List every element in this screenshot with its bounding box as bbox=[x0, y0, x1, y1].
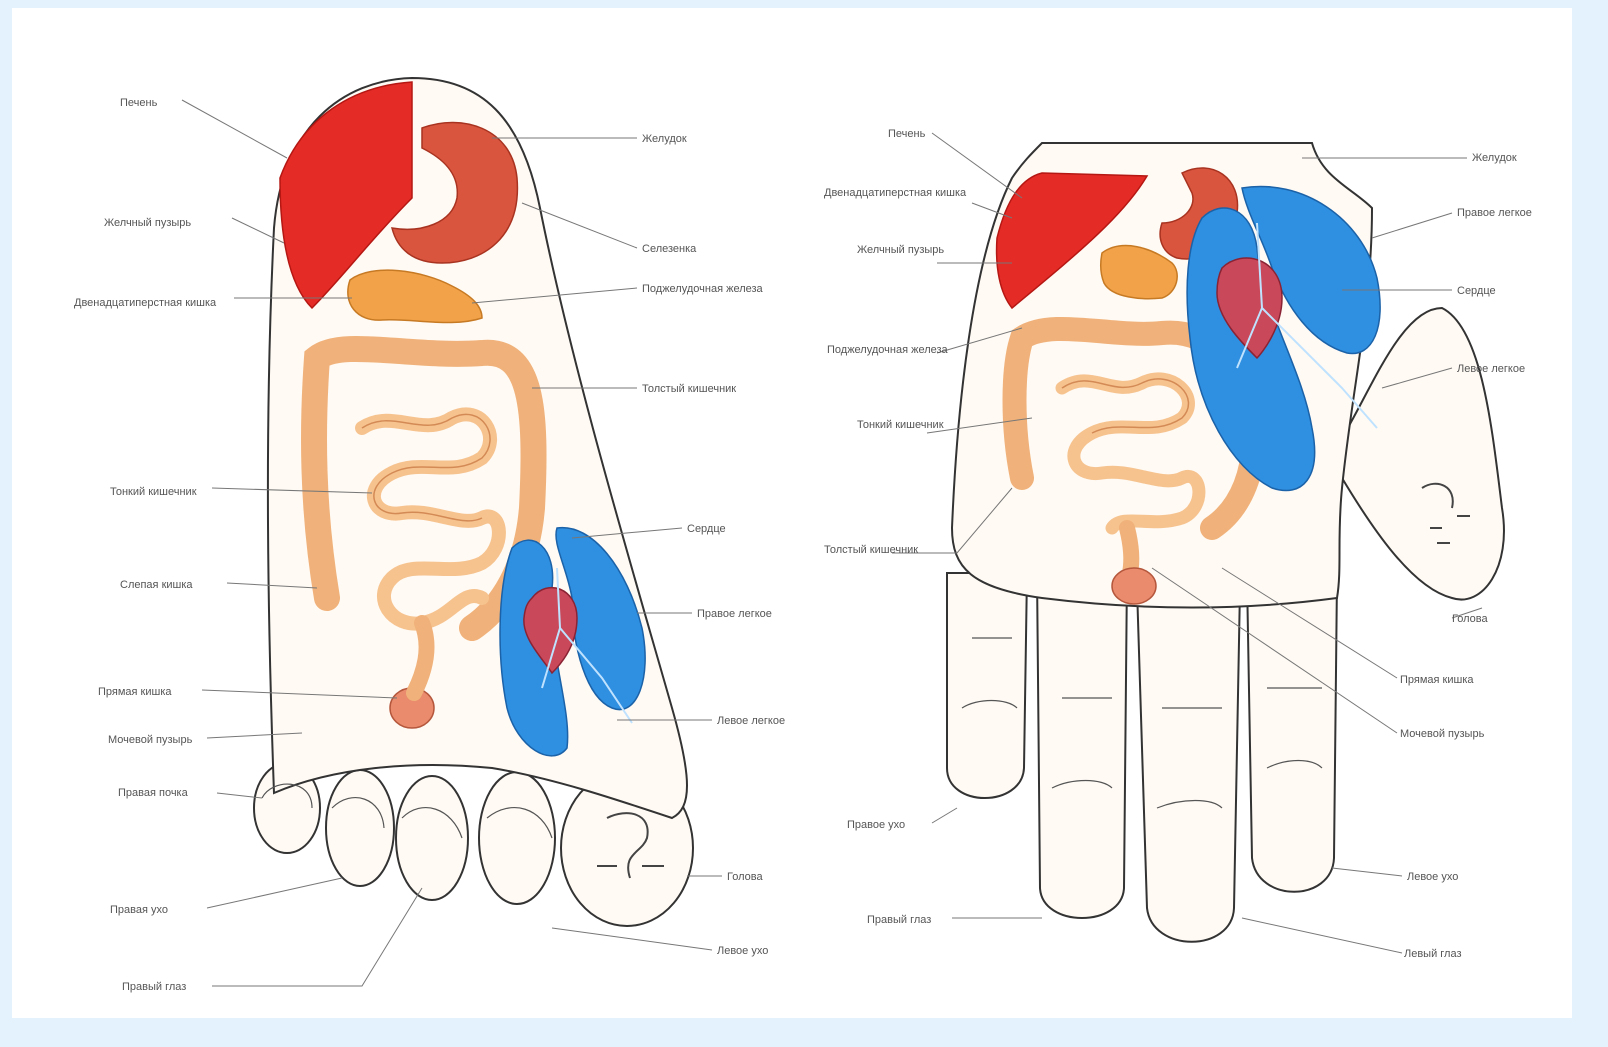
hand-label-right-lung: Правое легкое bbox=[1457, 207, 1532, 219]
hand-finger-ring bbox=[1037, 573, 1127, 918]
foot-label-left-ear: Левое ухо bbox=[717, 945, 768, 957]
foot-label-spleen: Селезенка bbox=[642, 243, 697, 255]
hand-label-rectum: Прямая кишка bbox=[1400, 674, 1474, 686]
foot-label-cecum: Слепая кишка bbox=[120, 579, 193, 591]
hand-label-left-lung: Левое легкое bbox=[1457, 363, 1525, 375]
foot-label-large-intestine: Толстый кишечник bbox=[642, 383, 736, 395]
hand-finger-middle bbox=[1137, 588, 1240, 942]
foot-label-right-ear: Правая ухо bbox=[110, 904, 168, 916]
foot-label-right-kidney: Правая почка bbox=[118, 787, 189, 799]
hand-bladder bbox=[1112, 568, 1156, 604]
diagram-sheet: Печень Желчный пузырь Двенадцатиперстная… bbox=[12, 8, 1572, 1018]
foot-label-gallbladder: Желчный пузырь bbox=[104, 217, 191, 229]
hand-thumb bbox=[1342, 308, 1504, 600]
foot-label-rectum: Прямая кишка bbox=[98, 686, 172, 698]
hand-label-pancreas: Поджелудочная железа bbox=[827, 344, 949, 356]
hand-label-duodenum: Двенадцатиперстная кишка bbox=[824, 187, 967, 199]
hand-label-small-intestine: Тонкий кишечник bbox=[857, 419, 944, 431]
hand-labels-left: Печень Двенадцатиперстная кишка Желчный … bbox=[824, 128, 967, 926]
hand-finger-little bbox=[947, 573, 1027, 798]
foot-label-stomach: Желудок bbox=[642, 133, 687, 145]
hand-label-stomach: Желудок bbox=[1472, 152, 1517, 164]
foot-label-heart: Сердце bbox=[687, 523, 726, 535]
reflexology-diagram: Печень Желчный пузырь Двенадцатиперстная… bbox=[12, 8, 1572, 1018]
foot-label-small-intestine: Тонкий кишечник bbox=[110, 486, 197, 498]
hand-label-gallbladder: Желчный пузырь bbox=[857, 244, 944, 256]
hand-label-bladder: Мочевой пузырь bbox=[1400, 728, 1485, 740]
foot-labels-left: Печень Желчный пузырь Двенадцатиперстная… bbox=[74, 97, 217, 993]
foot-label-right-lung: Правое легкое bbox=[697, 608, 772, 620]
foot-label-pancreas: Поджелудочная железа bbox=[642, 283, 764, 295]
hand-label-large-intestine: Толстый кишечник bbox=[824, 544, 918, 556]
foot-label-duodenum: Двенадцатиперстная кишка bbox=[74, 297, 217, 309]
hand-label-left-eye: Левый глаз bbox=[1404, 948, 1462, 960]
hand-finger-index bbox=[1247, 578, 1337, 892]
foot-toe-3 bbox=[396, 776, 468, 900]
foot-label-liver: Печень bbox=[120, 97, 158, 109]
foot-label-right-eye: Правый глаз bbox=[122, 981, 186, 993]
foot-label-head: Голова bbox=[727, 871, 763, 883]
hand-label-right-ear: Правое ухо bbox=[847, 819, 905, 831]
foot-diagram bbox=[254, 78, 693, 926]
hand-label-left-ear: Левое ухо bbox=[1407, 871, 1458, 883]
hand-label-right-eye: Правый глаз bbox=[867, 914, 931, 926]
foot-label-bladder: Мочевой пузырь bbox=[108, 734, 193, 746]
hand-label-head: Голова bbox=[1452, 613, 1488, 625]
hand-diagram bbox=[947, 143, 1504, 942]
hand-label-liver: Печень bbox=[888, 128, 926, 140]
foot-toe-2 bbox=[479, 772, 555, 904]
foot-label-left-lung: Левое легкое bbox=[717, 715, 785, 727]
hand-label-heart: Сердце bbox=[1457, 285, 1496, 297]
hand-rectum bbox=[1127, 528, 1131, 573]
